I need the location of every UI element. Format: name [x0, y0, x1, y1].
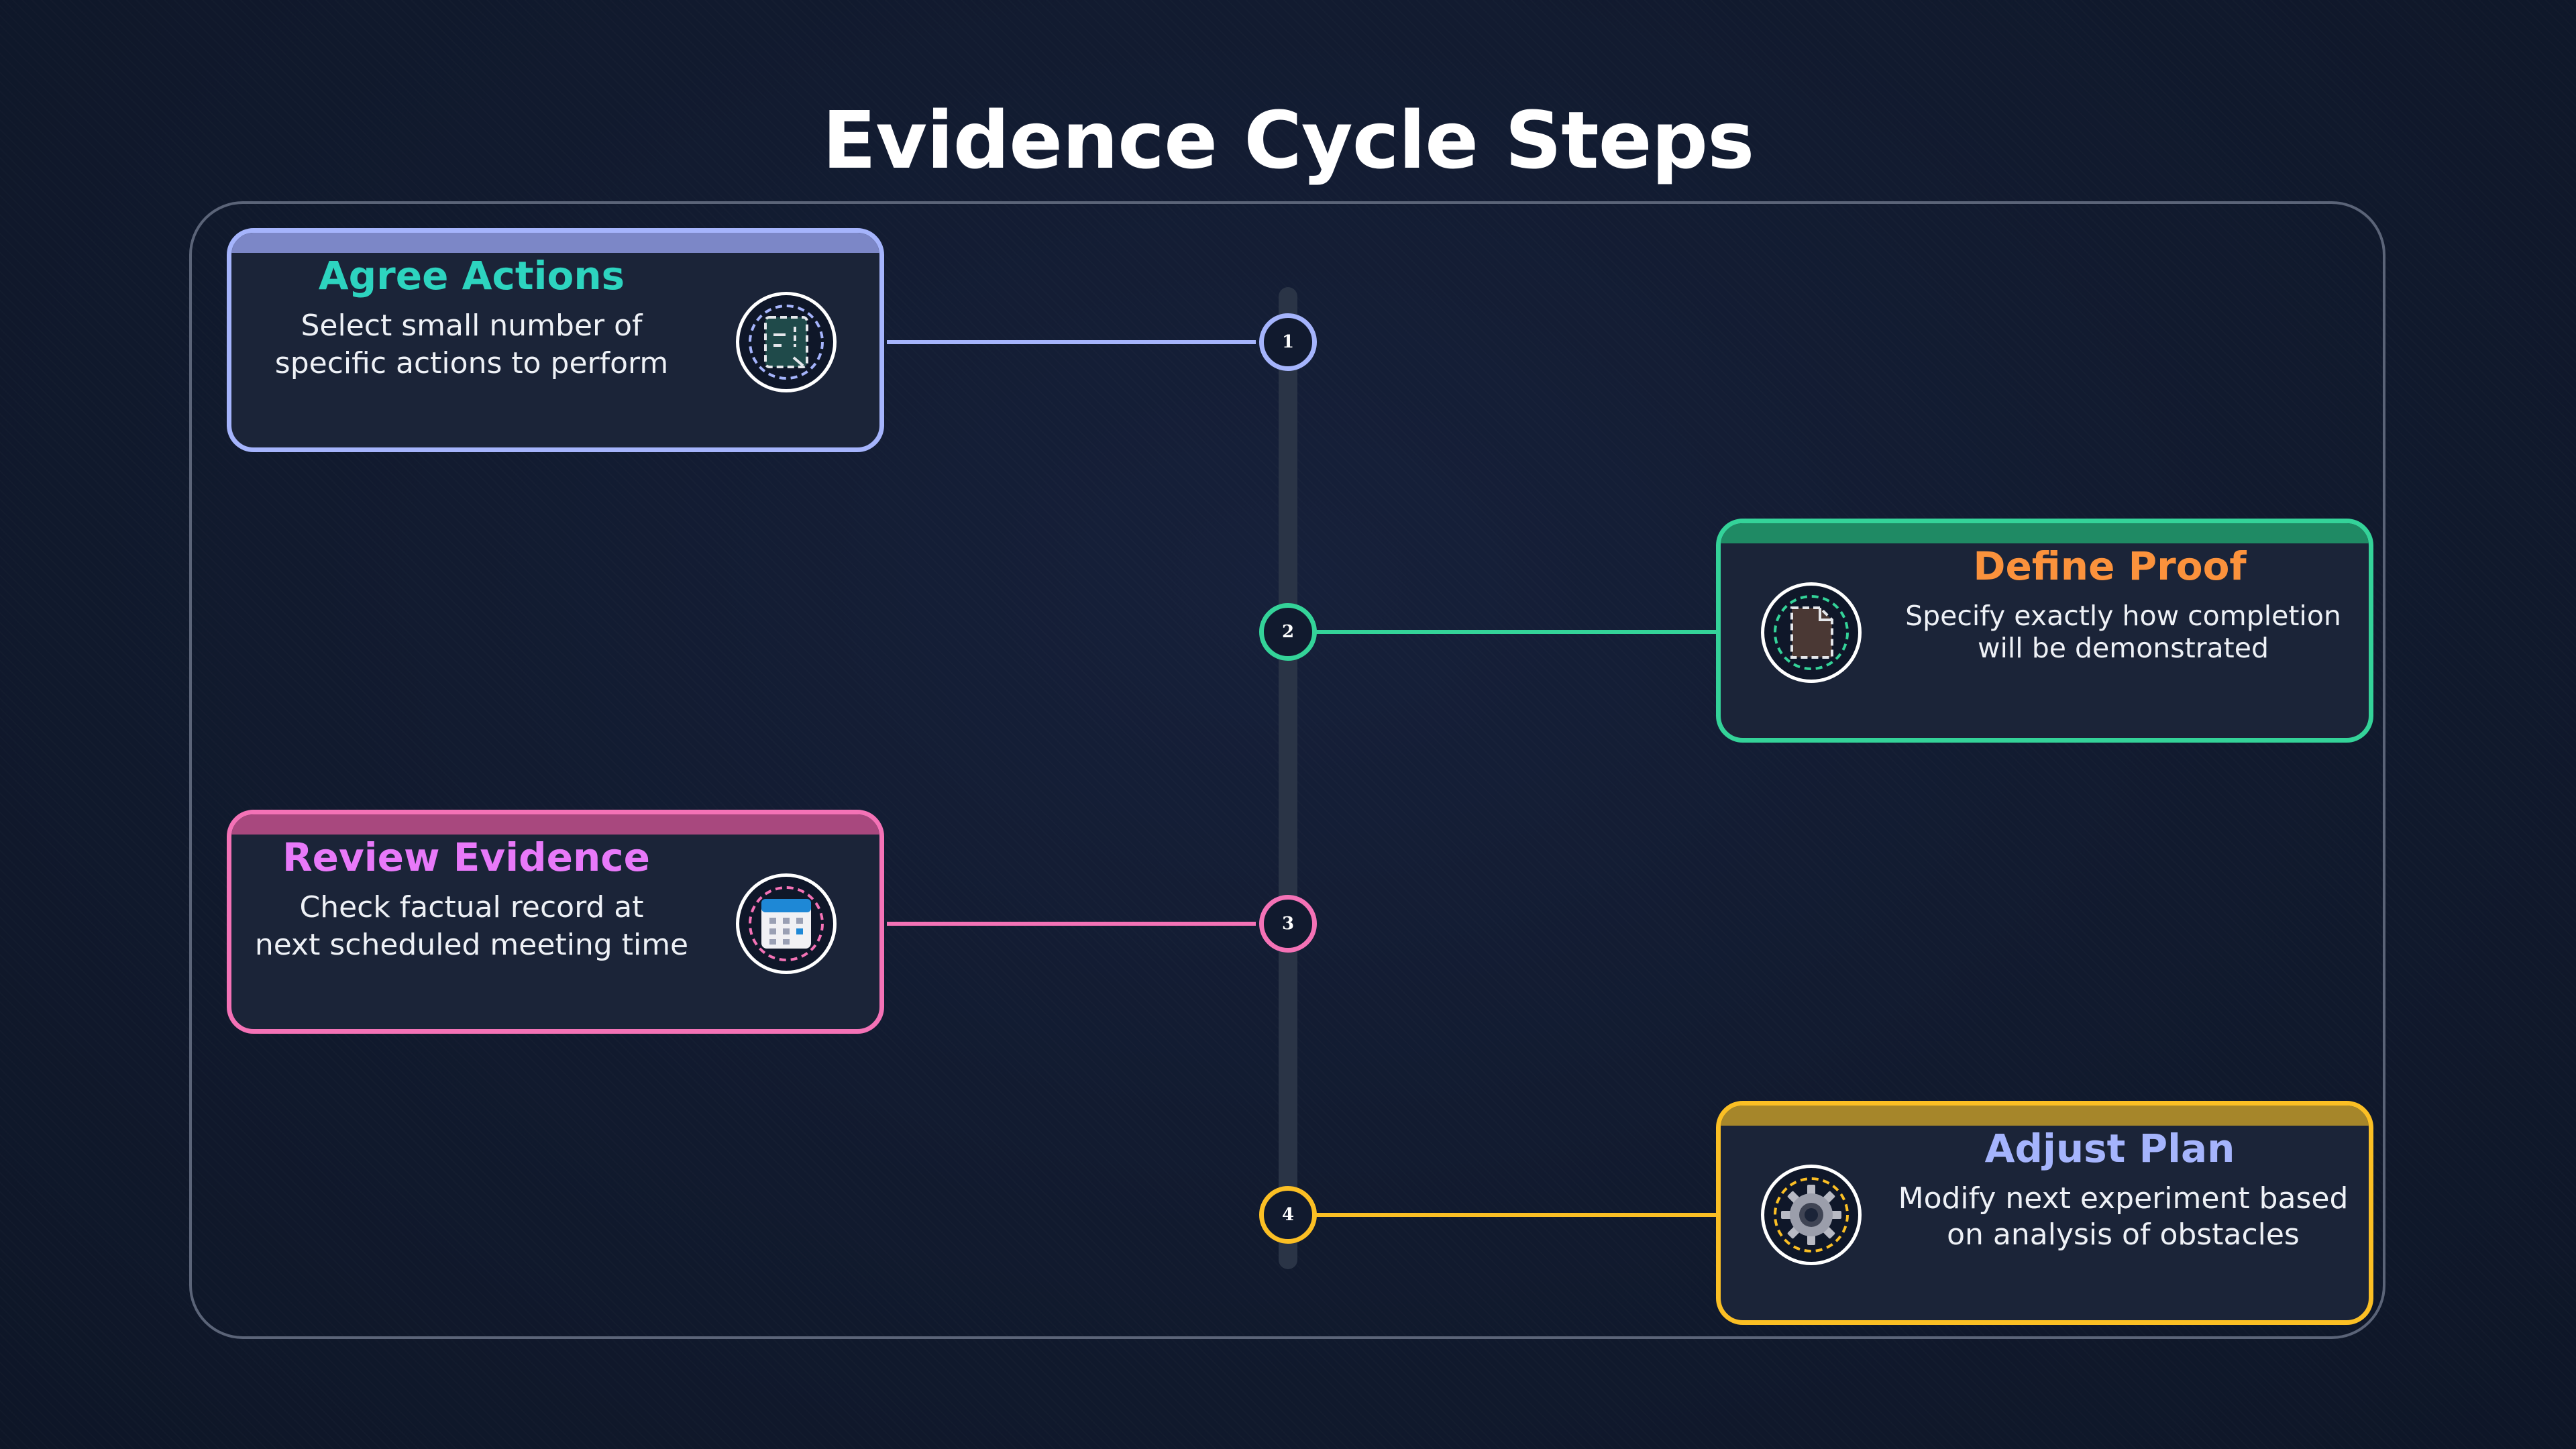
card-header-band	[231, 233, 879, 253]
document-icon	[736, 292, 837, 392]
file-icon	[1761, 582, 1862, 683]
step-description-line-2: will be demonstrated	[1977, 632, 2269, 664]
step-title: Define Proof	[1973, 543, 2247, 589]
step-node-3: 3	[1259, 895, 1317, 953]
card-header-band	[1721, 523, 2369, 543]
card-header-band	[231, 814, 879, 835]
connector-step-3	[887, 922, 1256, 926]
step-description-line-1: Specify exactly how completion	[1905, 600, 2341, 632]
step-description-line-1: Check factual record at	[299, 890, 644, 924]
step-card-define-proof: Define Proof Specify exactly how complet…	[1716, 519, 2373, 743]
step-title: Adjust Plan	[1984, 1126, 2235, 1171]
card-header-band	[1721, 1106, 2369, 1126]
calendar-icon	[736, 873, 837, 974]
step-description-line-2: on analysis of obstacles	[1947, 1218, 2300, 1252]
step-node-2: 2	[1259, 603, 1317, 661]
step-node-1: 1	[1259, 313, 1317, 371]
step-title: Review Evidence	[282, 835, 650, 880]
connector-step-1	[887, 340, 1256, 344]
step-description-line-2: next scheduled meeting time	[254, 928, 689, 962]
step-title: Agree Actions	[318, 253, 625, 299]
step-card-adjust-plan: Adjust Plan Modify next experiment based…	[1716, 1101, 2373, 1325]
diagram-frame	[189, 201, 2385, 1339]
step-description-line-2: specific actions to perform	[274, 346, 669, 380]
step-description-line-1: Modify next experiment based	[1898, 1181, 2349, 1216]
step-card-review-evidence: Review Evidence Check factual record at …	[227, 810, 884, 1034]
gear-icon	[1761, 1165, 1862, 1265]
timeline-spine	[1279, 287, 1297, 1269]
step-description-line-1: Select small number of	[301, 309, 643, 343]
step-card-agree-actions: Agree Actions Select small number of spe…	[227, 228, 884, 452]
page-title: Evidence Cycle Steps	[822, 94, 1755, 186]
step-node-4: 4	[1259, 1186, 1317, 1244]
connector-step-4	[1315, 1213, 1719, 1217]
connector-step-2	[1315, 630, 1719, 634]
